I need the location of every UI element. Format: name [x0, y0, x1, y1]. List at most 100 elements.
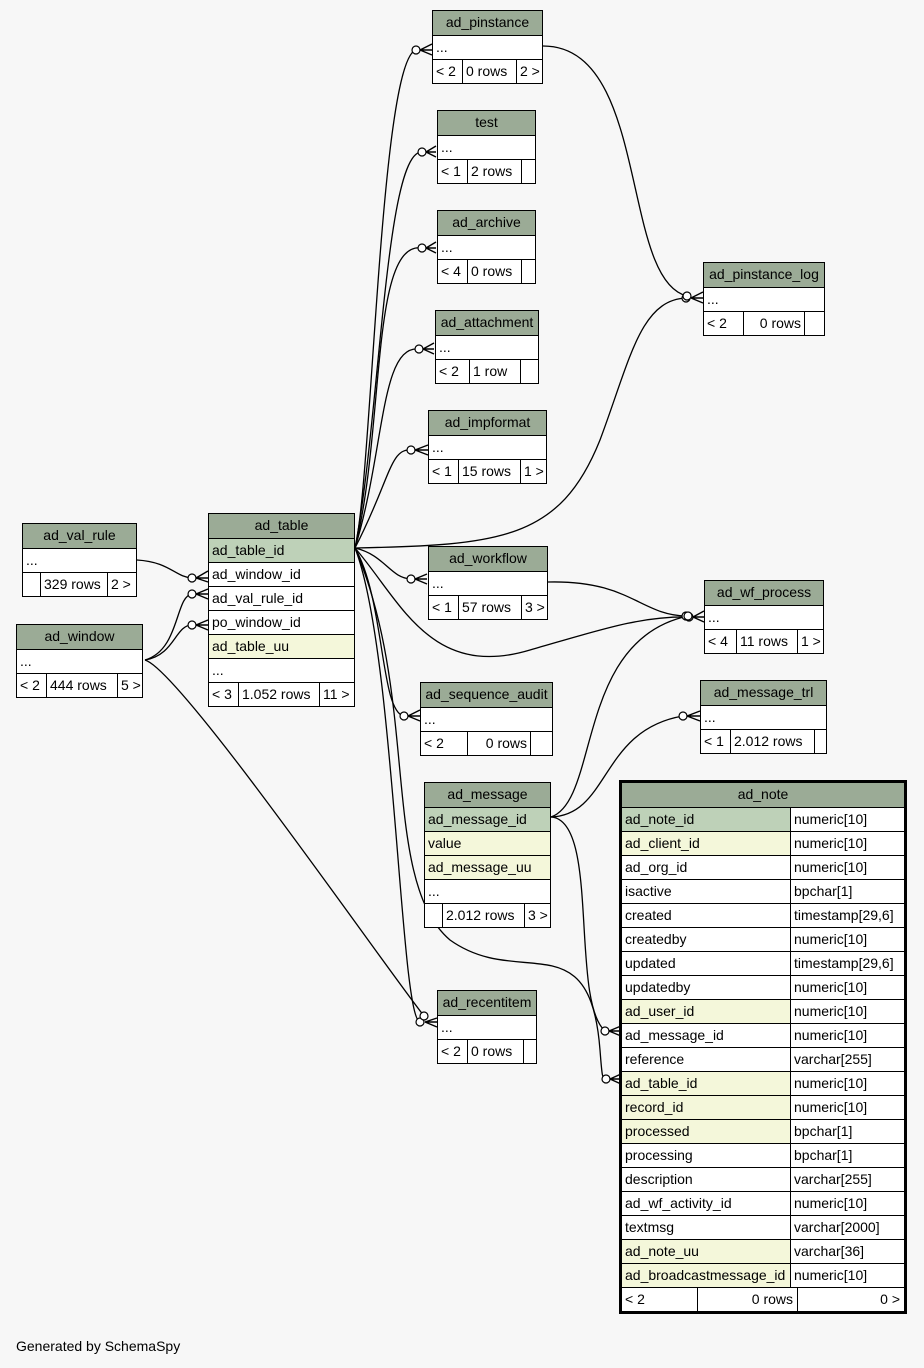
table-header[interactable]: ad_impformat: [429, 411, 546, 435]
column-name[interactable]: ad_wf_activity_id: [625, 1195, 732, 1211]
column-type: numeric[10]: [790, 832, 904, 855]
column-type: varchar[2000]: [790, 1216, 904, 1239]
column-name[interactable]: ad_message_id: [625, 1027, 724, 1043]
edge-ad_pinstance-ad_pinstance_log: [542, 45, 688, 297]
column-name[interactable]: ad_user_id: [622, 1000, 790, 1023]
row-count: 1 row: [469, 360, 520, 383]
parent-count: < 2: [436, 63, 456, 79]
column-name[interactable]: updated: [625, 955, 676, 971]
table-ad_message[interactable]: ad_message ad_message_id value ad_messag…: [424, 782, 551, 928]
row-count: 1.052 rows: [238, 683, 319, 706]
child-count: 11 >: [319, 683, 354, 706]
table-header[interactable]: ad_pinstance_log: [704, 263, 824, 287]
column-name[interactable]: textmsg: [625, 1219, 675, 1235]
child-count: [814, 730, 826, 753]
edge-ad_table-ad_sequence_audit: [354, 547, 405, 717]
table-header[interactable]: ad_sequence_audit: [421, 683, 552, 707]
child-count: 0 >: [797, 1288, 904, 1311]
column-name[interactable]: created: [625, 907, 672, 923]
table-header[interactable]: ad_message_trl: [701, 681, 826, 705]
table-ellipsis: ...: [432, 575, 444, 591]
table-header[interactable]: ad_archive: [438, 211, 535, 235]
table-ad_pinstance_log[interactable]: ad_pinstance_log ... < 2 0 rows: [703, 262, 825, 336]
column-name[interactable]: ad_client_id: [622, 832, 790, 855]
column-ad_table_id[interactable]: ad_table_id: [212, 542, 285, 558]
table-ad_table[interactable]: ad_table ad_table_id ad_window_id ad_val…: [208, 513, 355, 707]
table-ellipsis: ...: [428, 883, 440, 899]
column-name[interactable]: ad_table_id: [622, 1072, 790, 1095]
edge-ad_table-ad_archive: [354, 247, 423, 549]
column-ad_table_uu[interactable]: ad_table_uu: [212, 638, 290, 654]
row-count: 0 rows: [743, 312, 804, 335]
edge-ad_window-ad_table-2: [144, 593, 193, 661]
column-type: numeric[10]: [790, 1000, 904, 1023]
parent-count: < 2: [20, 677, 40, 693]
column-name[interactable]: ad_org_id: [625, 859, 688, 875]
table-header[interactable]: ad_table: [209, 514, 354, 538]
column-name[interactable]: isactive: [625, 883, 672, 899]
column-name[interactable]: reference: [625, 1051, 685, 1067]
column-name[interactable]: record_id: [622, 1096, 790, 1119]
table-ellipsis: ...: [441, 139, 453, 155]
column-name[interactable]: ad_note_id: [622, 808, 790, 831]
table-ellipsis: ...: [707, 291, 719, 307]
column-ad_message_id[interactable]: ad_message_id: [428, 811, 527, 827]
column-name[interactable]: ad_broadcastmessage_id: [622, 1264, 790, 1287]
child-count: [521, 160, 535, 183]
column-name[interactable]: createdby: [625, 931, 687, 947]
column-type: bpchar[1]: [790, 880, 904, 903]
edge-ad_table-ad_pinstance: [354, 49, 417, 549]
edge-ad_val_rule-ad_table: [136, 559, 193, 579]
column-name[interactable]: processed: [622, 1120, 790, 1143]
column-name[interactable]: processing: [625, 1147, 693, 1163]
table-header[interactable]: ad_recentitem: [438, 991, 536, 1015]
table-header[interactable]: ad_note: [622, 783, 904, 807]
parent-count: < 2: [707, 315, 727, 331]
table-ellipsis: ...: [20, 653, 32, 669]
table-header[interactable]: ad_window: [17, 625, 142, 649]
column-po_window_id[interactable]: po_window_id: [212, 614, 301, 630]
row-count: 2.012 rows: [730, 730, 814, 753]
edge-ad_window-ad_recentitem: [144, 659, 425, 1017]
column-type: numeric[10]: [790, 1264, 904, 1287]
column-type: bpchar[1]: [790, 1144, 904, 1167]
table-header[interactable]: ad_workflow: [429, 547, 547, 571]
edge-ad_message-ad_message_trl: [550, 715, 684, 818]
column-type: varchar[255]: [790, 1048, 904, 1071]
column-name[interactable]: description: [625, 1171, 693, 1187]
column-ad_window_id[interactable]: ad_window_id: [212, 566, 301, 582]
column-type: numeric[10]: [790, 1192, 904, 1215]
row-count: 0 rows: [462, 60, 516, 83]
column-value[interactable]: value: [428, 835, 462, 851]
child-count: [530, 732, 552, 755]
table-ellipsis: ...: [424, 711, 436, 727]
column-name[interactable]: ad_note_uu: [622, 1240, 790, 1263]
row-count: 329 rows: [40, 573, 107, 596]
table-header[interactable]: ad_val_rule: [23, 524, 136, 548]
table-header[interactable]: ad_message: [425, 783, 550, 807]
column-name[interactable]: updatedby: [625, 979, 691, 995]
table-header[interactable]: ad_wf_process: [705, 581, 823, 605]
column-ad_message_uu[interactable]: ad_message_uu: [428, 859, 532, 875]
table-ellipsis: ...: [441, 1019, 453, 1035]
table-header[interactable]: ad_pinstance: [433, 11, 542, 35]
table-header[interactable]: test: [438, 111, 535, 135]
table-header[interactable]: ad_attachment: [436, 311, 538, 335]
edge-ad_message-ad_wf_process: [550, 615, 689, 818]
column-ad_val_rule_id[interactable]: ad_val_rule_id: [212, 590, 304, 606]
column-type: numeric[10]: [790, 808, 904, 831]
